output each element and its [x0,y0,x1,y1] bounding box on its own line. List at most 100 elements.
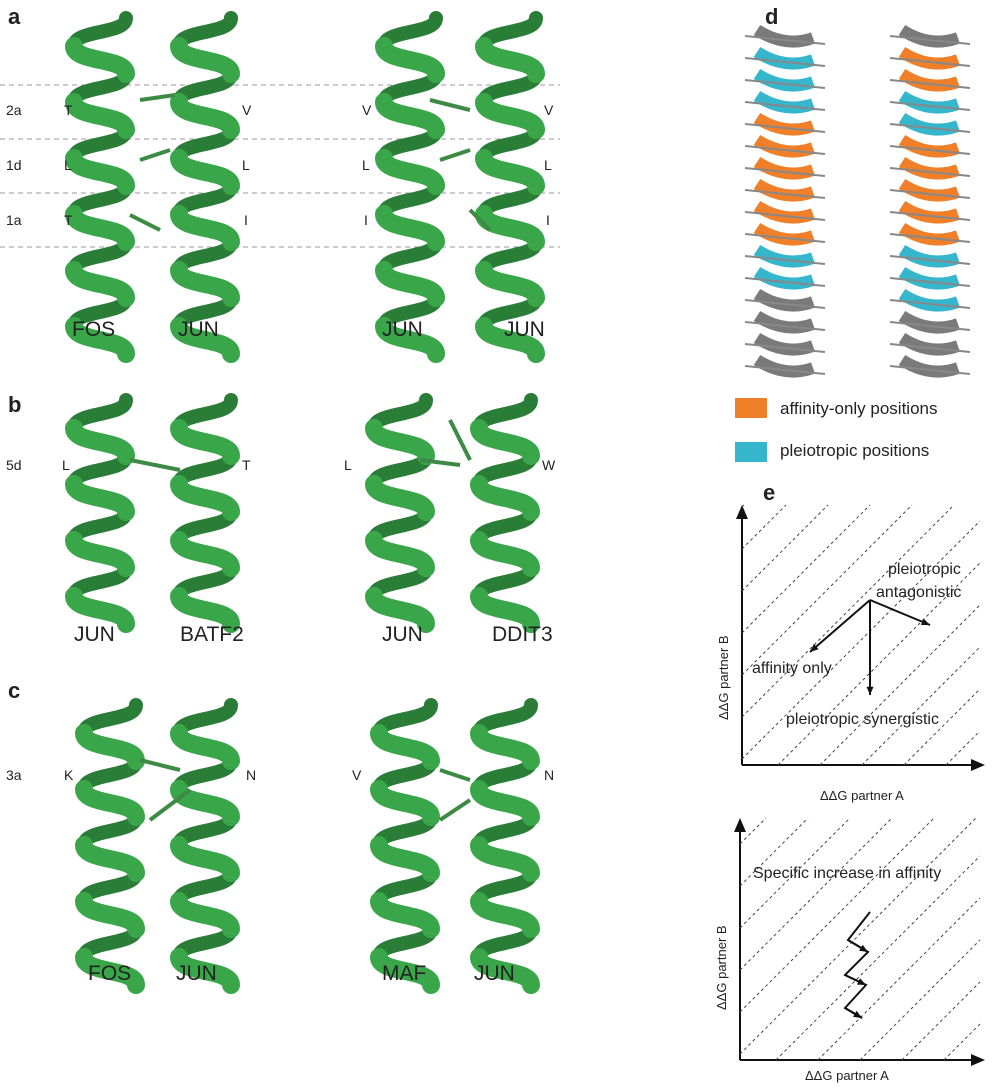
helix-front-strand [365,531,435,577]
side-chain [744,255,826,265]
residue: T [64,102,73,118]
helix-front-strand [375,149,445,195]
helix-front-strand [475,317,545,363]
side-chain-stick [129,213,161,232]
helix-front-strand [375,261,445,307]
side-chain-stick [419,458,461,467]
helix-front-strand [365,419,435,465]
residue: L [242,157,250,173]
helix-front-strand [375,205,445,251]
protein-name: BATF2 [180,623,244,646]
iso-affinity-line [859,939,981,1061]
residue: W [542,457,556,473]
helix-front-strand [475,205,545,251]
protein-name: JUN [178,318,219,341]
side-chain [889,123,971,133]
side-chain [889,277,971,287]
iso-affinity-line [739,817,893,971]
residue: L [64,157,72,173]
y-axis-label: ΔΔG partner B [714,925,729,1010]
row-label: 1a [6,212,22,228]
helix-front-strand [475,93,545,139]
panel-e-label: e [763,480,776,505]
annotation: pleiotropic [888,561,961,578]
side-chain [744,101,826,111]
antagonistic-arrow-head [921,618,930,626]
side-chain [744,79,826,89]
helix-front-strand [65,587,135,633]
helix-front-strand [475,149,545,195]
side-chain [889,343,971,353]
side-chain [889,79,971,89]
helix-front-strand [170,836,240,882]
helix-front-strand [370,892,440,938]
helix-front-strand [370,948,440,994]
iso-affinity-line [741,520,981,760]
side-chain [744,365,826,375]
helix-front-strand [475,261,545,307]
zigzag-path [843,911,871,1019]
iso-affinity-line [739,817,977,1055]
residue: I [244,212,248,228]
side-chain-stick [439,768,471,782]
residue: V [362,102,372,118]
side-chain-stick [139,93,176,102]
iso-affinity-line [741,504,913,676]
helix-front-strand [170,948,240,994]
annotation: Specific increase in affinity [753,865,942,882]
panel-b-label: b [8,392,22,417]
helix-front-strand [375,37,445,83]
helix-front-strand [75,836,145,882]
zigzag-arrow-head [857,978,866,985]
iso-affinity-line [945,730,981,766]
helix-front-strand [170,780,240,826]
helix-front-strand [365,587,435,633]
helix-front-strand [170,892,240,938]
iso-affinity-line [741,504,787,550]
helix-front-strand [470,724,540,770]
helix-front-strand [370,780,440,826]
helix-front-strand [470,531,540,577]
protein-name: JUN [382,623,423,646]
iso-affinity-line [901,981,981,1061]
side-chain [889,321,971,331]
residue: T [64,212,73,228]
protein-name: JUN [382,318,423,341]
row-label: 2a [6,102,22,118]
protein-name: JUN [474,962,515,985]
helix-front-strand [170,261,240,307]
side-chain-stick [148,788,192,822]
iso-affinity-line [739,817,767,845]
annotation: antagonistic [876,584,962,601]
side-chain [889,145,971,155]
y-axis-label: ΔΔG partner B [716,635,731,720]
helix-front-strand [170,475,240,521]
side-chain [744,343,826,353]
protein-name: DDIT3 [492,623,553,646]
helix-front-strand [370,836,440,882]
helix-front-strand [170,205,240,251]
side-chain [889,211,971,221]
helix-front-strand [65,531,135,577]
helix-front-strand [375,317,445,363]
iso-affinity-line [741,504,871,634]
side-chain [744,277,826,287]
side-chain-stick [448,419,472,461]
protein-name: FOS [72,318,116,341]
legend-label: affinity-only positions [780,399,938,418]
helix-front-strand [170,317,240,363]
side-chain [889,101,971,111]
helix-front-strand [470,587,540,633]
residue: N [246,767,257,783]
affinity-only-arrow [809,599,871,653]
residue: L [344,457,352,473]
residue: V [352,767,362,783]
helix-front-strand [470,836,540,882]
residue: I [364,212,368,228]
side-chain [889,57,971,67]
helix-front-strand [75,724,145,770]
residue: V [242,102,252,118]
antagonistic-arrow [869,599,931,626]
panel-d-label: d [765,4,779,29]
